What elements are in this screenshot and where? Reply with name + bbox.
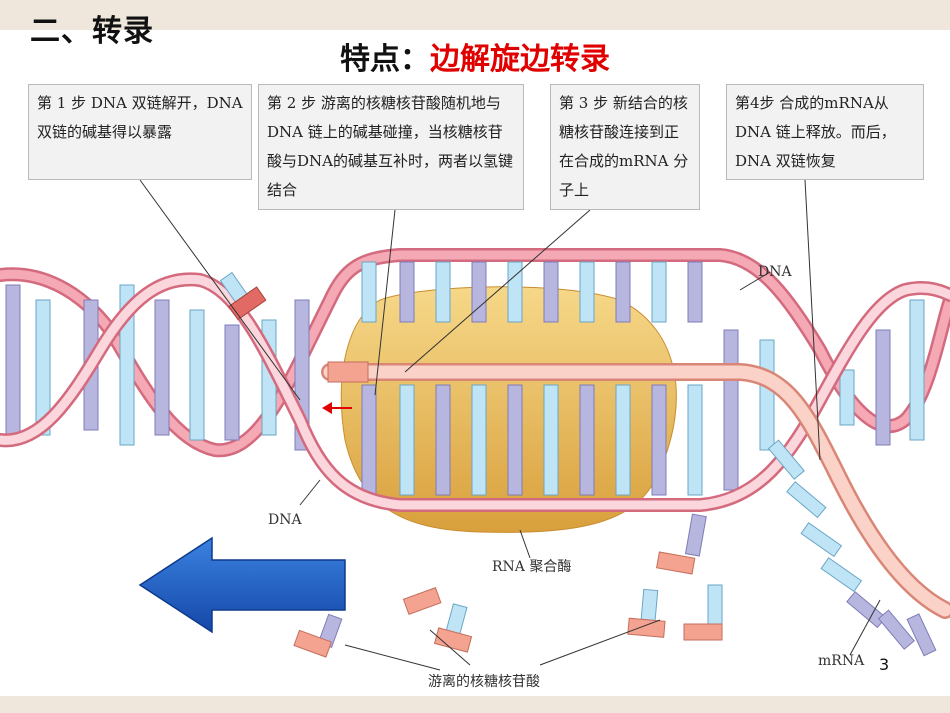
base-pair — [543, 261, 559, 323]
base-pair — [651, 384, 667, 496]
mrna-base-group — [767, 439, 937, 657]
base-pair — [543, 384, 559, 496]
base-pair — [361, 261, 377, 323]
slide-title: 二、转录 — [30, 14, 154, 49]
free-nucleotide — [433, 603, 473, 653]
mrna-strand-inner — [323, 365, 950, 617]
subtitle: 特点：边解旋边转录 — [340, 34, 610, 78]
rna-polymerase-label: RNA 聚合酶 — [492, 559, 571, 575]
base-pair — [615, 261, 631, 323]
base-pair — [507, 261, 523, 323]
base-pair — [435, 261, 451, 323]
mrna-label: mRNA — [818, 653, 865, 669]
mrna-base — [906, 613, 937, 657]
base-pair — [435, 384, 451, 496]
mrna-base — [820, 557, 863, 593]
base-pair — [507, 384, 523, 496]
free-nucleotide — [219, 271, 267, 321]
mrna-base — [800, 522, 843, 558]
step-box-3: 第 3 步 新结合的核糖核苷酸连接到正在合成的mRNA 分子上 — [550, 84, 700, 210]
direction-arrow-small-head — [322, 402, 332, 414]
base-pair — [154, 299, 170, 436]
subtitle-label: 特点： — [340, 42, 430, 77]
base-pair — [471, 384, 487, 496]
step-box-4: 第4步 合成的mRNA从 DNA 链上释放。而后，DNA 双链恢复 — [726, 84, 924, 180]
base-pair — [471, 261, 487, 323]
free-nucleotide — [627, 588, 666, 638]
base-pair — [35, 299, 51, 436]
step-text-3: 第 3 步 新结合的核糖核苷酸连接到正在合成的mRNA 分子上 — [559, 94, 689, 199]
base-pair — [579, 384, 595, 496]
step-text-1: 第 1 步 DNA 双链解开，DNA 双链的碱基得以暴露 — [37, 94, 243, 141]
base-pair — [687, 261, 703, 323]
base-pair — [839, 369, 855, 426]
free-nucleotide — [656, 513, 707, 575]
slide-top-band — [0, 0, 950, 30]
mrna-base — [786, 481, 827, 519]
step-box-2: 第 2 步 游离的核糖核苷酸随机地与 DNA 链上的碱基碰撞，当核糖核苷酸与DN… — [258, 84, 524, 210]
dna-front-strand-inner — [0, 274, 950, 510]
base-pair — [909, 299, 925, 441]
free-nucleotide — [293, 613, 343, 658]
leader-lines — [139, 179, 881, 671]
subtitle-value: 边解旋边转录 — [430, 42, 610, 77]
mrna-base — [846, 591, 887, 629]
base-pair — [5, 284, 21, 436]
slide-bottom-band — [0, 696, 950, 713]
base-pair — [189, 309, 205, 441]
base-pair — [361, 384, 377, 496]
mrna-base — [877, 609, 915, 650]
base-pair — [615, 384, 631, 496]
mrna-base — [767, 439, 805, 480]
step-box-1: 第 1 步 DNA 双链解开，DNA 双链的碱基得以暴露 — [28, 84, 252, 180]
base-pair — [579, 261, 595, 323]
free-nucleotide — [683, 584, 723, 641]
page-number: 3 — [879, 655, 890, 674]
free-nucleotide — [402, 587, 442, 615]
step-text-4: 第4步 合成的mRNA从 DNA 链上释放。而后，DNA 双链恢复 — [735, 94, 896, 170]
dna-label-top: DNA — [758, 264, 792, 280]
dna-label-bottom: DNA — [268, 512, 302, 528]
direction-arrow-large — [138, 536, 346, 634]
base-pair — [399, 261, 415, 323]
base-pair — [759, 339, 775, 451]
base-pair — [399, 384, 415, 496]
free-nucleotides-label: 游离的核糖核苷酸 — [428, 673, 540, 690]
base-pair — [687, 384, 703, 496]
base-pair — [875, 329, 891, 446]
base-pair — [723, 329, 739, 491]
mrna-leading-nucleotide — [327, 361, 369, 383]
base-pair — [224, 324, 240, 441]
base-pair — [651, 261, 667, 323]
step-text-2: 第 2 步 游离的核糖核苷酸随机地与 DNA 链上的碱基碰撞，当核糖核苷酸与DN… — [267, 94, 513, 199]
